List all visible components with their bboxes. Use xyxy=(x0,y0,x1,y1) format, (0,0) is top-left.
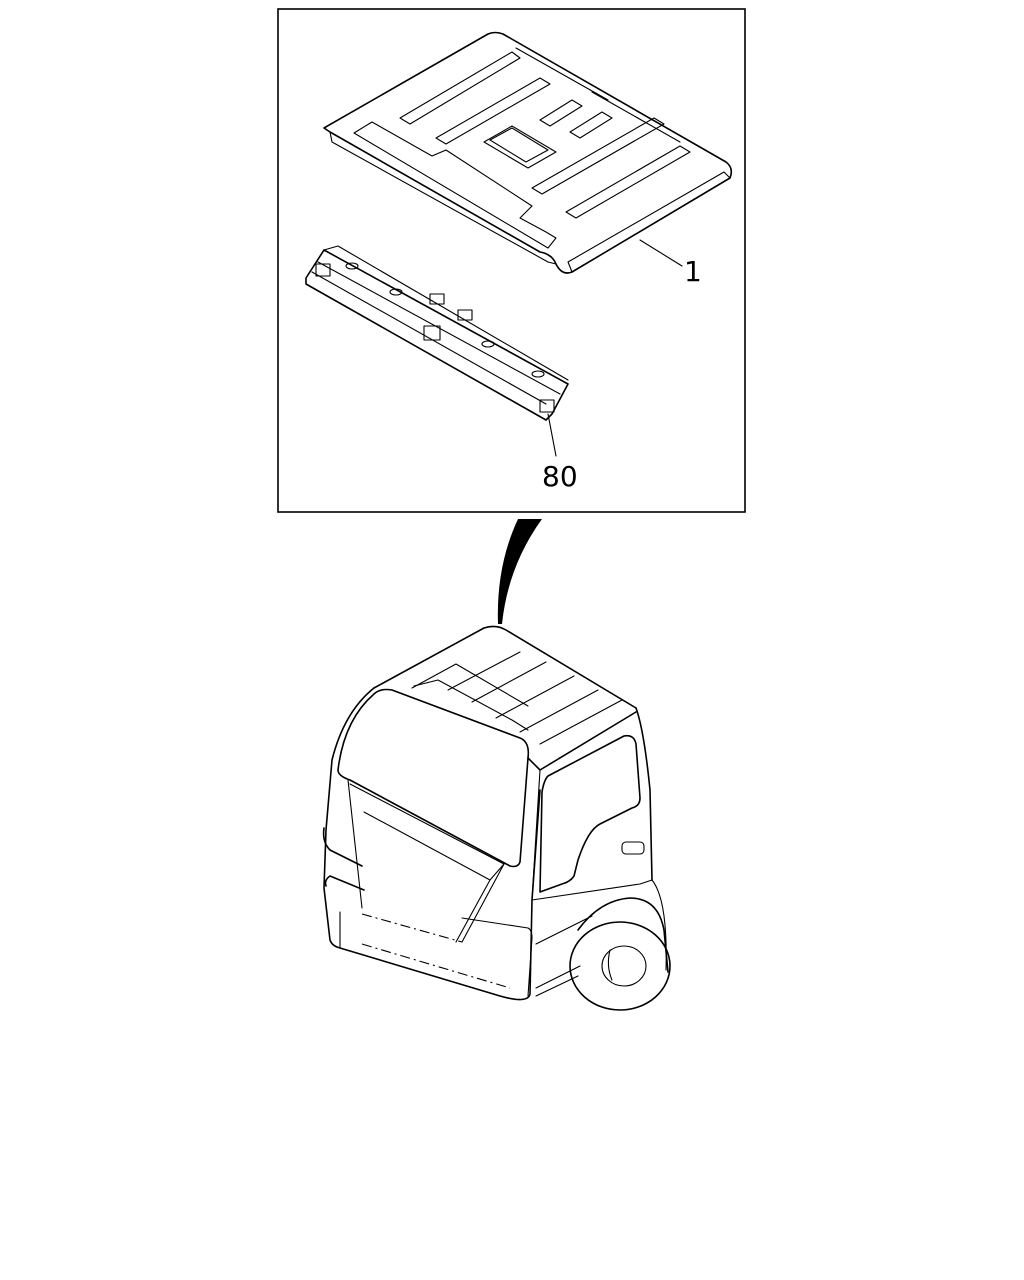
leader-line-1 xyxy=(639,239,683,267)
roof-rail xyxy=(305,245,569,421)
callout-1: 1 xyxy=(684,255,702,288)
detail-pointer xyxy=(497,519,542,624)
callout-80: 80 xyxy=(542,460,578,493)
leader-line-80 xyxy=(547,413,557,457)
detail-frame xyxy=(277,8,746,513)
truck-cab-illustration xyxy=(322,625,671,1011)
roof-panel xyxy=(323,31,733,274)
